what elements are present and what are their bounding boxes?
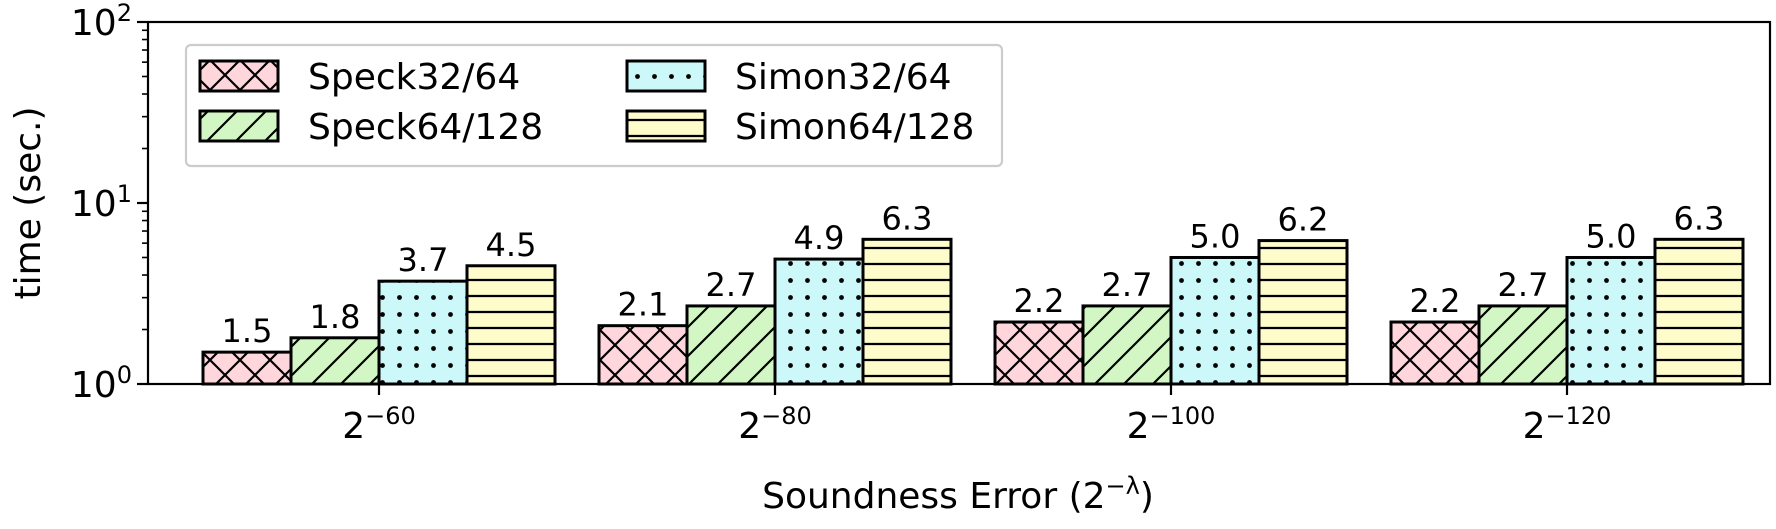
bar-outline [1257,239,1349,386]
data-label: 2.1 [618,286,669,324]
bar-outline [685,304,777,386]
bar-outline [1389,320,1481,386]
data-label: 2.7 [706,266,757,304]
bar-outline [773,257,865,386]
bar-outline [1081,304,1173,386]
data-label: 5.0 [1190,217,1241,255]
y-tick-label: 102 [71,0,132,44]
data-label: 4.9 [794,219,845,257]
bar-outline [861,237,953,386]
legend-swatch-outline [198,59,280,93]
data-label: 6.3 [882,199,933,237]
data-label: 5.0 [1586,217,1637,255]
plot-area: 1.5 2.1 2.2 2.2 1.8 2.7 2.7 2.7 3.7 4.9 5.0 5.0 4.5 6… [146,20,1772,386]
bar-outline [1169,255,1261,386]
data-labels-layer: 1.5 2.1 2.2 2.2 1.8 2.7 2.7 2.7 3.7 4.9 5.0 5.0 4.5 6… [222,199,1725,350]
x-tick-label: 2−120 [1523,402,1612,447]
bar-outline [465,264,557,386]
legend-frame [184,43,1004,168]
y-axis: 100 101 102 [71,0,148,406]
x-tick-label: 2−80 [738,402,812,447]
bars-layer [201,237,1745,386]
x-tick-label: 2−60 [342,402,416,447]
data-label: 6.2 [1278,201,1329,239]
legend-swatch-outline [625,59,707,93]
bar-outline [201,350,293,386]
data-label: 2.7 [1102,266,1153,304]
bar-outline [993,320,1085,386]
legend-label: Speck32/64 [308,57,520,98]
y-tick-label: 100 [71,361,132,406]
bar-outline [1653,237,1745,386]
data-label: 3.7 [398,241,449,279]
data-label: 2.2 [1014,282,1065,320]
legend-label: Simon64/128 [735,107,974,148]
bar-outline [1477,304,1569,386]
data-label: 6.3 [1674,199,1725,237]
x-tick-label: 2−100 [1127,402,1216,447]
bar-outline [377,279,469,386]
y-tick-label: 101 [71,180,132,225]
data-label: 2.2 [1410,282,1461,320]
y-axis-title: time (sec.) [8,106,49,299]
x-axis-title: Soundness Error (2−λ) [762,472,1154,517]
legend-swatch-outline [625,109,707,143]
data-label: 2.7 [1498,266,1549,304]
x-axis: 2−60 2−80 2−100 2−120 [342,384,1611,447]
bar-outline [1565,255,1657,386]
data-label: 1.5 [222,312,273,350]
data-label: 1.8 [310,298,361,336]
data-label: 4.5 [486,226,537,264]
legend-label: Simon32/64 [735,57,952,98]
legend-swatch-outline [198,109,280,143]
bar-outline [597,324,689,386]
bar-outline [289,336,381,386]
legend-label: Speck64/128 [308,107,543,148]
